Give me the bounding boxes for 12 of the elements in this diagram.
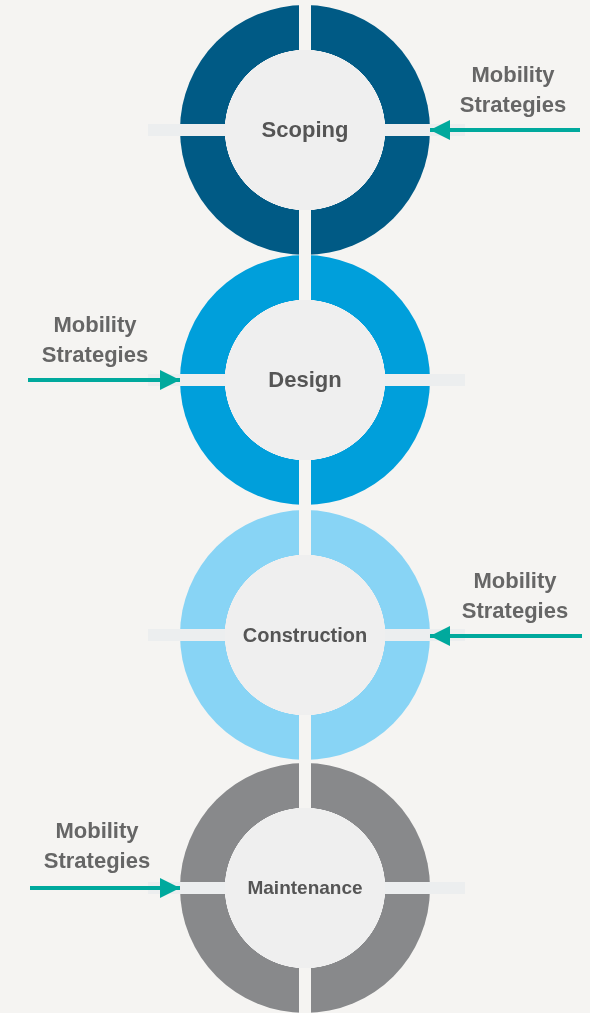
stage-name: Design [268,367,342,393]
strategy-label: Mobility Strategies [460,567,570,625]
strategy-label: Mobility Strategies [458,61,568,119]
arrow [430,626,582,646]
stage-name: Scoping [261,117,349,143]
arrow [430,120,580,140]
stage-name: Construction [242,623,368,647]
arrow [28,370,180,390]
strategy-label: Mobility Strategies [42,817,152,875]
strategy-label: Mobility Strategies [40,311,150,369]
arrow [30,878,180,898]
stage-name: Maintenance [247,877,363,899]
